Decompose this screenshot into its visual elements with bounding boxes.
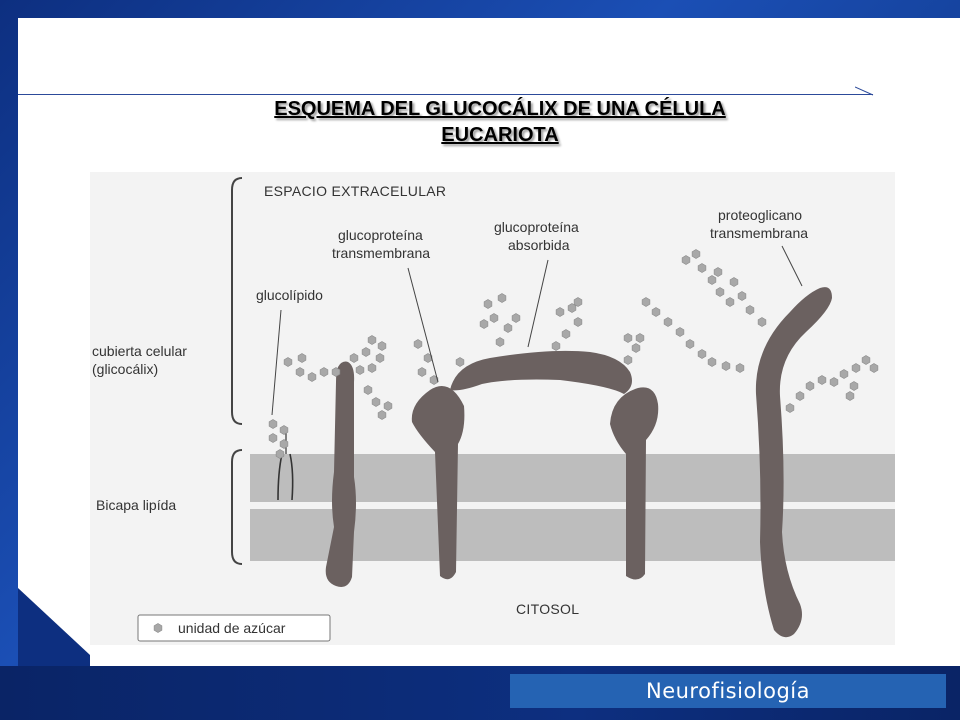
label-cubierta-celular-2: (glicocálix): [92, 361, 158, 377]
title-line-1: ESQUEMA DEL GLUCOCÁLIX DE UNA CÉLULA: [274, 98, 726, 120]
leader-glucolipido: [271, 309, 282, 416]
label-glucolipido: glucolípido: [256, 287, 323, 303]
sugar-unit-icon: [153, 623, 163, 633]
label-glucoproteina-absorbida-2: absorbida: [508, 237, 570, 253]
label-glucoproteina-absorbida-1: glucoproteína: [494, 219, 579, 235]
diagram-canvas: ESPACIO EXTRACELULAR CITOSOL glucolípido…: [92, 177, 895, 642]
header-rule-tail: [855, 86, 874, 96]
label-glucoproteina-transmembrana-1: glucoproteína: [338, 227, 423, 243]
label-proteoglicano-1: proteoglicano: [718, 207, 802, 223]
corner-fold-decoration: [18, 583, 100, 668]
transmembrane-glycoprotein-pair: [411, 385, 659, 580]
footer-course-label: Neurofisiología: [510, 674, 946, 708]
label-cubierta-celular-1: cubierta celular: [92, 343, 187, 359]
transmembrane-protein-rod: [283, 335, 393, 587]
label-proteoglicano-2: transmembrana: [710, 225, 808, 241]
header-rule: [18, 94, 873, 95]
brace-bilayer: [231, 449, 243, 565]
transmembrane-proteoglycan: [641, 249, 879, 638]
brace-glycocalyx: [231, 177, 243, 425]
glycolipid: [268, 419, 294, 501]
lipid-bilayer: [250, 454, 895, 561]
label-citosol: CITOSOL: [516, 601, 579, 617]
slide-title: ESQUEMA DEL GLUCOCÁLIX DE UNA CÉLULA EUC…: [180, 96, 820, 148]
leader-proteoglicano: [781, 245, 803, 287]
label-bicapa-lipida: Bicapa lipída: [96, 497, 176, 513]
legend-box: unidad de azúcar: [137, 614, 331, 642]
glycocalyx-diagram: ESPACIO EXTRACELULAR CITOSOL glucolípido…: [90, 172, 895, 645]
absorbed-glycoprotein: [413, 293, 645, 394]
title-line-2: EUCARIOTA: [441, 124, 559, 146]
legend-label: unidad de azúcar: [178, 620, 286, 636]
label-espacio-extracelular: ESPACIO EXTRACELULAR: [264, 183, 446, 199]
leader-gp-trans: [407, 267, 439, 383]
label-glucoproteina-transmembrana-2: transmembrana: [332, 245, 430, 261]
leader-gp-abs: [527, 259, 549, 348]
